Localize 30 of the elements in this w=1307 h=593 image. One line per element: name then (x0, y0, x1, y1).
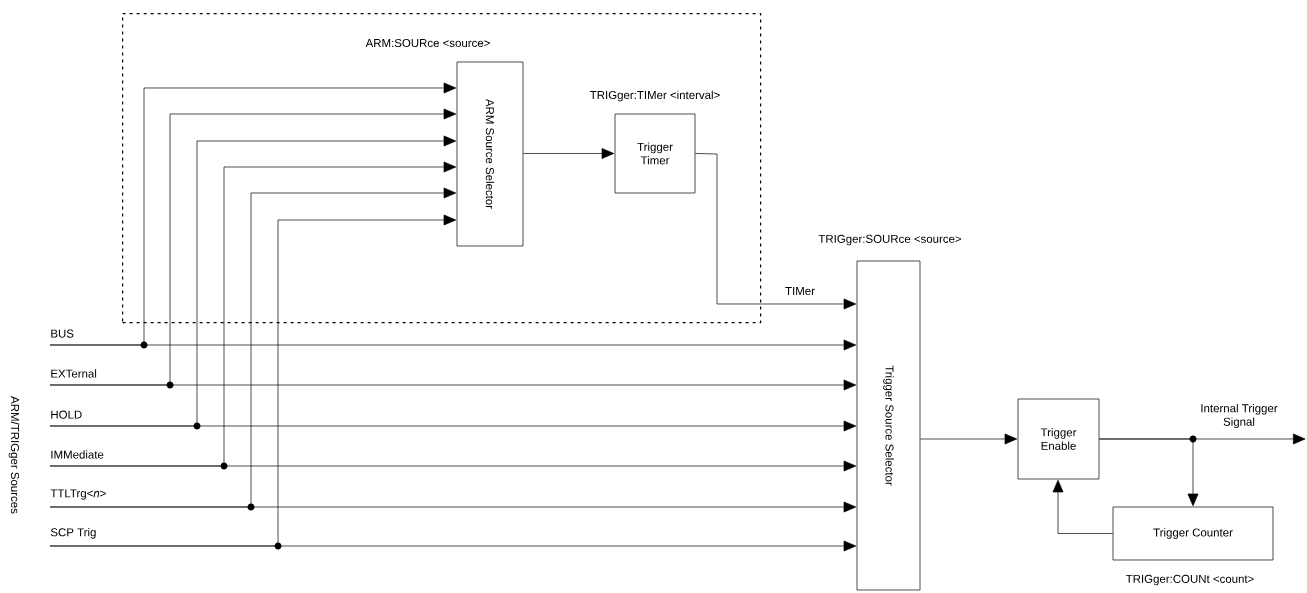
source-label: HOLD (51, 410, 82, 419)
source-label: SCP Trig (50, 527, 96, 539)
source-label: IMMediate (51, 450, 104, 459)
dashed-group-box (122, 13, 762, 324)
command-label: TRIGger:TIMer <interval> (590, 90, 720, 102)
block-box: Trigger Source Selector (856, 260, 921, 591)
arrow (49, 214, 457, 550)
block-box: ARM Source Selector (456, 61, 524, 247)
block-box: Trigger Counter (1112, 506, 1274, 561)
arrow (1099, 435, 1199, 507)
arrow (523, 148, 615, 159)
arrow (695, 153, 857, 310)
command-label: TRIGger:SOURce <source> (818, 234, 962, 246)
command-label: ARM:SOURce <source> (365, 38, 490, 48)
arrow (920, 433, 1018, 445)
axis-label: ARM/TRIGger Sources (8, 396, 20, 514)
source-label: TTLTrg<n> (50, 489, 106, 500)
arrow (49, 187, 457, 511)
block-box: Trigger Timer (614, 113, 696, 194)
arrow (49, 82, 457, 349)
arrow (49, 161, 457, 470)
block-box: Trigger Enable (1017, 398, 1100, 480)
edge-label: Internal Trigger Signal (1197, 402, 1281, 430)
edge-label: TIMer (782, 286, 818, 296)
arrow (49, 135, 457, 430)
source-label: BUS (51, 329, 74, 338)
arrow (1052, 479, 1113, 534)
arrow (49, 108, 457, 389)
command-label: TRIGger:COUNt <count> (1125, 574, 1254, 586)
source-label: EXTernal (51, 369, 97, 378)
